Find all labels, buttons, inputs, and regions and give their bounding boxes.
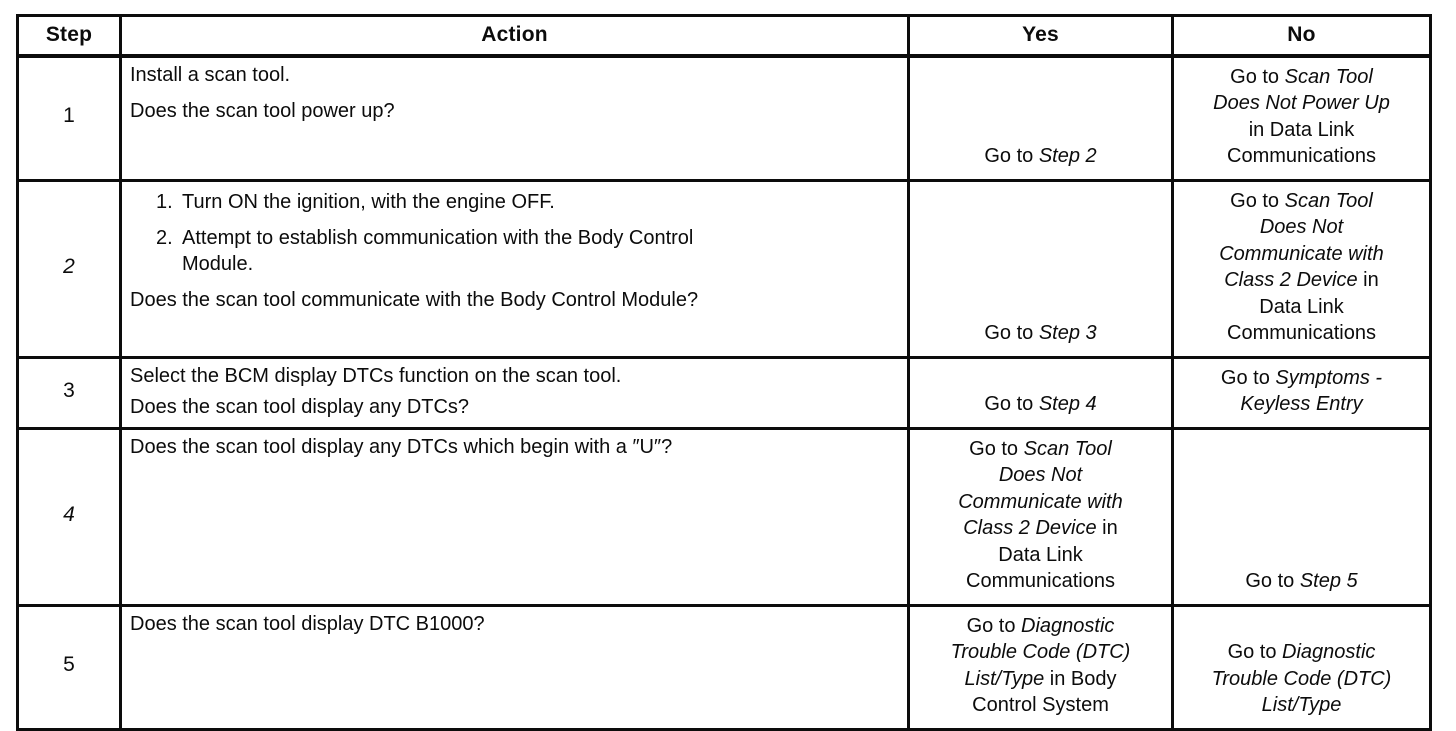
step-number: 3 (16, 355, 122, 430)
diagnostic-table: Step Action Yes No 1 Install a scan tool… (16, 14, 1432, 731)
action-cell: Does the scan tool display any DTCs whic… (119, 426, 910, 607)
table-row: 1 Install a scan tool. Does the scan too… (16, 54, 1432, 182)
step-number: 5 (16, 603, 122, 731)
action-question: Does the scan tool display any DTCs? (130, 395, 470, 418)
action-cell: 1. Turn ON the ignition, with the engine… (119, 178, 910, 359)
action-cell: Install a scan tool. Does the scan tool … (119, 54, 910, 182)
scanned-page: Step Action Yes No 1 Install a scan tool… (16, 14, 1432, 731)
action-list-item: 1. Turn ON the ignition, with the engine… (152, 189, 897, 215)
action-statement: Select the BCM display DTCs function on … (130, 364, 622, 387)
action-cell: Select the BCM display DTCs function on … (119, 355, 910, 430)
table-row: 2 1. Turn ON the ignition, with the engi… (16, 178, 1432, 359)
column-header-step: Step (16, 14, 122, 58)
step-number: 4 (16, 426, 122, 607)
table-row: 4 Does the scan tool display any DTCs wh… (16, 426, 1432, 607)
table-row: 3 Select the BCM display DTCs function o… (16, 355, 1432, 430)
yes-cell: Go to Step 2 (907, 54, 1174, 182)
action-question: Does the scan tool communicate with the … (130, 288, 699, 311)
list-number: 1. (156, 190, 173, 213)
step-number: 1 (16, 54, 122, 182)
column-header-yes: Yes (907, 14, 1174, 58)
yes-cell: Go to Step 4 (907, 355, 1174, 430)
action-question: Does the scan tool display any DTCs whic… (130, 435, 673, 458)
column-header-action: Action (119, 14, 910, 58)
action-cell: Does the scan tool display DTC B1000? (119, 603, 910, 731)
header-row: Step Action Yes No (16, 14, 1432, 58)
column-header-no: No (1171, 14, 1432, 58)
list-item-text: Attempt to establish communication with … (182, 226, 694, 275)
step-number: 2 (16, 178, 122, 359)
list-number: 2. (156, 226, 173, 249)
list-item-text: Turn ON the ignition, with the engine OF… (182, 190, 555, 213)
no-cell: Go to Symptoms -Keyless Entry (1171, 355, 1432, 430)
yes-cell: Go to Step 3 (907, 178, 1174, 359)
action-list-item: 2. Attempt to establish communication wi… (152, 225, 897, 277)
no-cell: Go to Step 5 (1171, 426, 1432, 607)
action-question: Does the scan tool power up? (130, 99, 395, 122)
table-row: 5 Does the scan tool display DTC B1000? … (16, 603, 1432, 731)
action-statement: Install a scan tool. (130, 63, 291, 86)
action-question: Does the scan tool display DTC B1000? (130, 612, 485, 635)
